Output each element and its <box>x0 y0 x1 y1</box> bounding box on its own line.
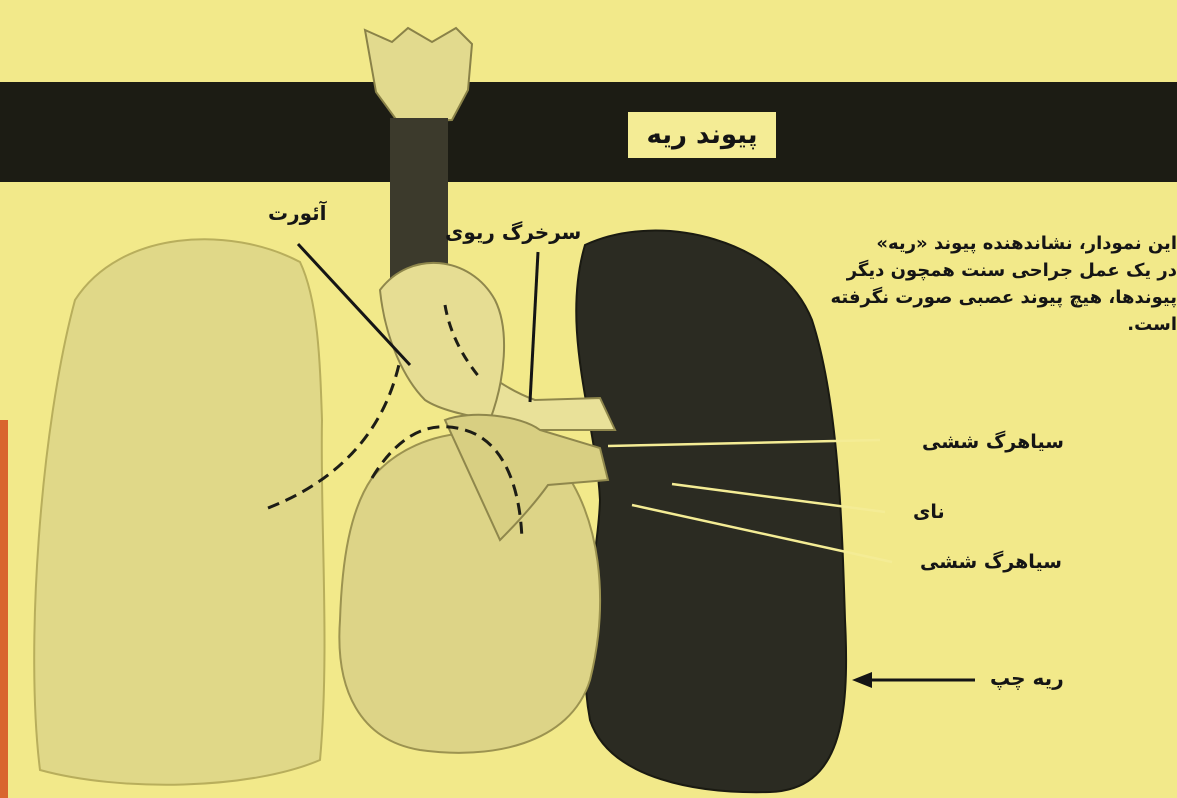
pulmonary-artery-label: سرخرگ ریوی <box>445 222 581 242</box>
right-lung <box>34 239 324 785</box>
pulmonary-vein-label-1: سیاهرگ ششی <box>922 433 1064 452</box>
aortic-arch <box>380 263 504 420</box>
title-label: پیوند ریه <box>628 112 776 158</box>
aorta-label: آئورت <box>268 203 327 223</box>
caption-line: پیوندها، هیچ پیوند عصبی صورت نگرفته <box>770 284 1177 311</box>
caption-line: است. <box>770 311 1177 338</box>
caption-line: این نمودار، نشاندهنده پیوند «ریه» <box>770 230 1177 257</box>
larynx <box>365 28 472 122</box>
caption: این نمودار، نشاندهنده پیوند «ریه» در یک … <box>770 230 1177 338</box>
pulmonary-vein-label-2: سیاهرگ ششی <box>920 553 1062 572</box>
arrow-head <box>852 672 872 688</box>
caption-line: در یک عمل جراحی سنت همچون دیگر <box>770 257 1177 284</box>
left-lung-label: ریه چپ <box>990 668 1064 688</box>
leader-line <box>530 252 538 402</box>
trachea-label: نای <box>913 503 945 522</box>
